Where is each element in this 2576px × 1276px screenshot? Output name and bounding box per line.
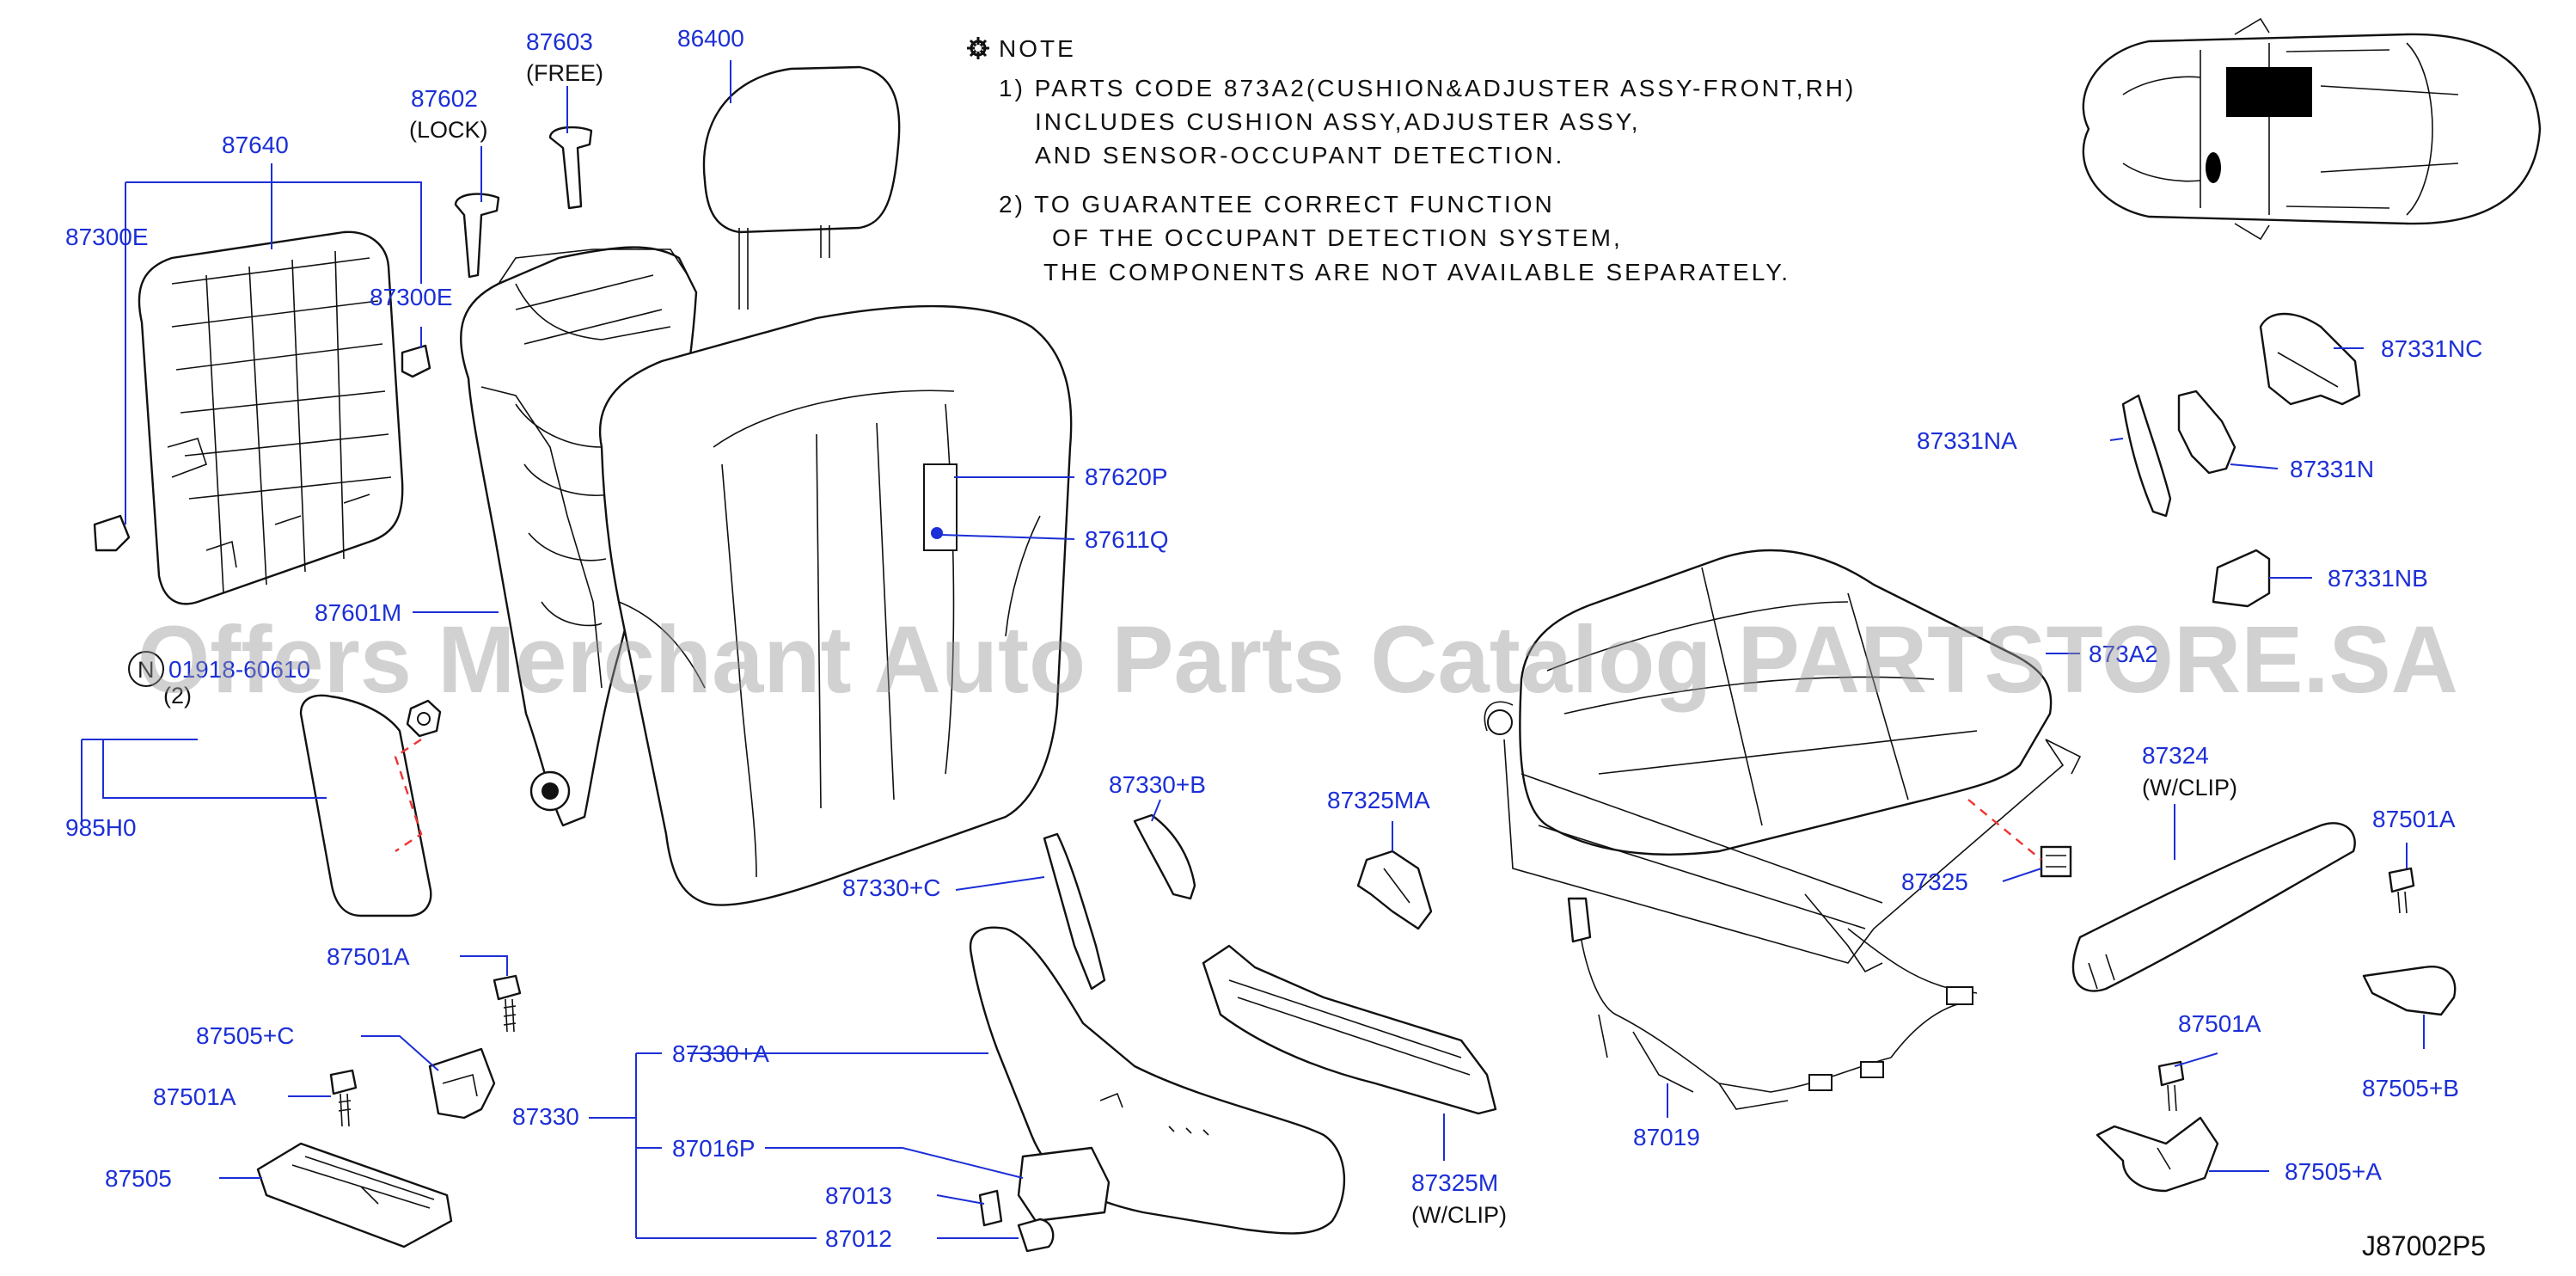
bolt-87501a-4 (2157, 1060, 2185, 1112)
label-87620p: 87620P (1085, 463, 1168, 490)
clip-87300e-left (93, 514, 131, 552)
side-pad-985h0 (299, 694, 432, 917)
bolt-87501a-1 (493, 974, 522, 1033)
gear-icon (967, 37, 989, 59)
label-87331na: 87331NA (1917, 427, 2017, 454)
note-line-4: 2) TO GUARANTEE CORRECT FUNCTION (999, 191, 1555, 218)
bracket-87505b (2362, 966, 2457, 1016)
knob-87016p (1017, 1146, 1111, 1223)
label-87505a: 87505+A (2285, 1158, 2382, 1185)
bracket-87330c (1043, 832, 1106, 991)
label-87324: 87324 (2142, 742, 2209, 769)
label-01918-qty: (2) (163, 683, 192, 709)
bracket-87505a (2096, 1116, 2219, 1193)
cushion-adjuster-873a2 (1484, 549, 2082, 973)
label-87601m: 87601M (315, 599, 401, 626)
label-87016p: 87016P (672, 1135, 756, 1162)
label-87325m-note: (W/CLIP) (1411, 1202, 1507, 1228)
note-block: NOTE 1) PARTS CODE 873A2(CUSHION&ADJUSTE… (967, 35, 1856, 285)
label-87602-note: (LOCK) (409, 117, 488, 143)
bracket-87505c (428, 1047, 496, 1120)
label-87505b: 87505+B (2362, 1075, 2459, 1101)
seat-back-cover-87620p (598, 304, 1073, 906)
harness-87019 (1567, 897, 1978, 1110)
label-87325ma: 87325MA (1327, 787, 1430, 813)
trim-87324 (2071, 822, 2356, 992)
label-87505: 87505 (105, 1165, 172, 1192)
dash-sensor (1967, 799, 2042, 861)
label-873a2: 873A2 (2089, 641, 2158, 667)
label-87325: 87325 (1901, 868, 1968, 895)
note-title: NOTE (999, 35, 1076, 62)
label-87330c: 87330+C (842, 874, 940, 901)
label-87505c: 87505+C (196, 1022, 294, 1049)
note-line-2: INCLUDES CUSHION ASSY,ADJUSTER ASSY, (1035, 108, 1641, 135)
label-87501a-2: 87501A (153, 1083, 236, 1110)
label-87331nc: 87331NC (2381, 335, 2482, 362)
label-87330b: 87330+B (1109, 771, 1206, 798)
label-87501a-3: 87501A (2372, 806, 2456, 832)
diagram-code: J87002P5 (2362, 1230, 2486, 1261)
nut-01918 (406, 699, 442, 738)
finisher-87325m (1202, 944, 1497, 1115)
headrest-86400 (702, 65, 901, 310)
knob-87012 (1017, 1218, 1055, 1253)
label-87331nb: 87331NB (2328, 565, 2428, 592)
label-87602: 87602 (411, 85, 478, 112)
label-87300e-right: 87300E (370, 284, 453, 310)
n-marker: N (128, 651, 164, 687)
clip-87300e-right (401, 344, 431, 378)
note-line-3: AND SENSOR-OCCUPANT DETECTION. (1035, 142, 1564, 169)
label-87603: 87603 (526, 28, 593, 55)
label-87019: 87019 (1633, 1124, 1700, 1150)
pin-87603-free (548, 126, 593, 210)
bolt-87501a-3 (2388, 867, 2415, 914)
bracket-87330b (1133, 813, 1196, 900)
label-87501a-4: 87501A (2178, 1010, 2261, 1037)
pin-87602-lock (454, 193, 500, 279)
cover-87331nc (2259, 312, 2361, 406)
note-line-1: 1) PARTS CODE 873A2(CUSHION&ADJUSTER ASS… (999, 75, 1856, 101)
note-line-6: THE COMPONENTS ARE NOT AVAILABLE SEPARAT… (1043, 259, 1790, 285)
car-locator-icon (2082, 17, 2542, 241)
label-87603-note: (FREE) (526, 60, 603, 86)
label-87611q: 87611Q (1085, 526, 1169, 553)
bracket-87505 (256, 1142, 453, 1248)
label-86400: 86400 (677, 25, 744, 52)
knob-87013 (978, 1189, 1003, 1227)
label-01918: 01918-60610 (168, 656, 310, 683)
leader-lines (81, 60, 2425, 1239)
cover-87331nb (2212, 549, 2271, 608)
label-87330: 87330 (512, 1103, 579, 1130)
cover-87331n (2177, 390, 2236, 475)
label-87330a: 87330+A (672, 1040, 769, 1067)
bracket-87325ma (1356, 850, 1433, 930)
label-87324-note: (W/CLIP) (2142, 775, 2237, 801)
label-87013: 87013 (825, 1182, 892, 1209)
label-87331n: 87331N (2290, 456, 2374, 482)
note-line-5: OF THE OCCUPANT DETECTION SYSTEM, (1052, 224, 1623, 251)
bolt-87501a-2 (329, 1069, 358, 1127)
label-87012: 87012 (825, 1225, 892, 1252)
seat-back-board-87640 (138, 230, 404, 605)
sensor-connector-87325 (2040, 845, 2072, 878)
cover-87331na (2121, 394, 2172, 518)
part-labels: 87640 87300E 87300E 87602 (LOCK) 87603 (… (65, 25, 2482, 1252)
label-87501a-1: 87501A (327, 943, 410, 970)
label-985h0: 985H0 (65, 814, 137, 841)
watermark: Offers Merchant Auto Parts Catalog PARTS… (138, 607, 2458, 713)
label-87325m: 87325M (1411, 1169, 1498, 1196)
label-87640: 87640 (222, 132, 289, 158)
dash-nut-to-pad (394, 739, 423, 852)
label-87300e-left: 87300E (65, 224, 149, 250)
label-n-marker: N (138, 657, 155, 683)
